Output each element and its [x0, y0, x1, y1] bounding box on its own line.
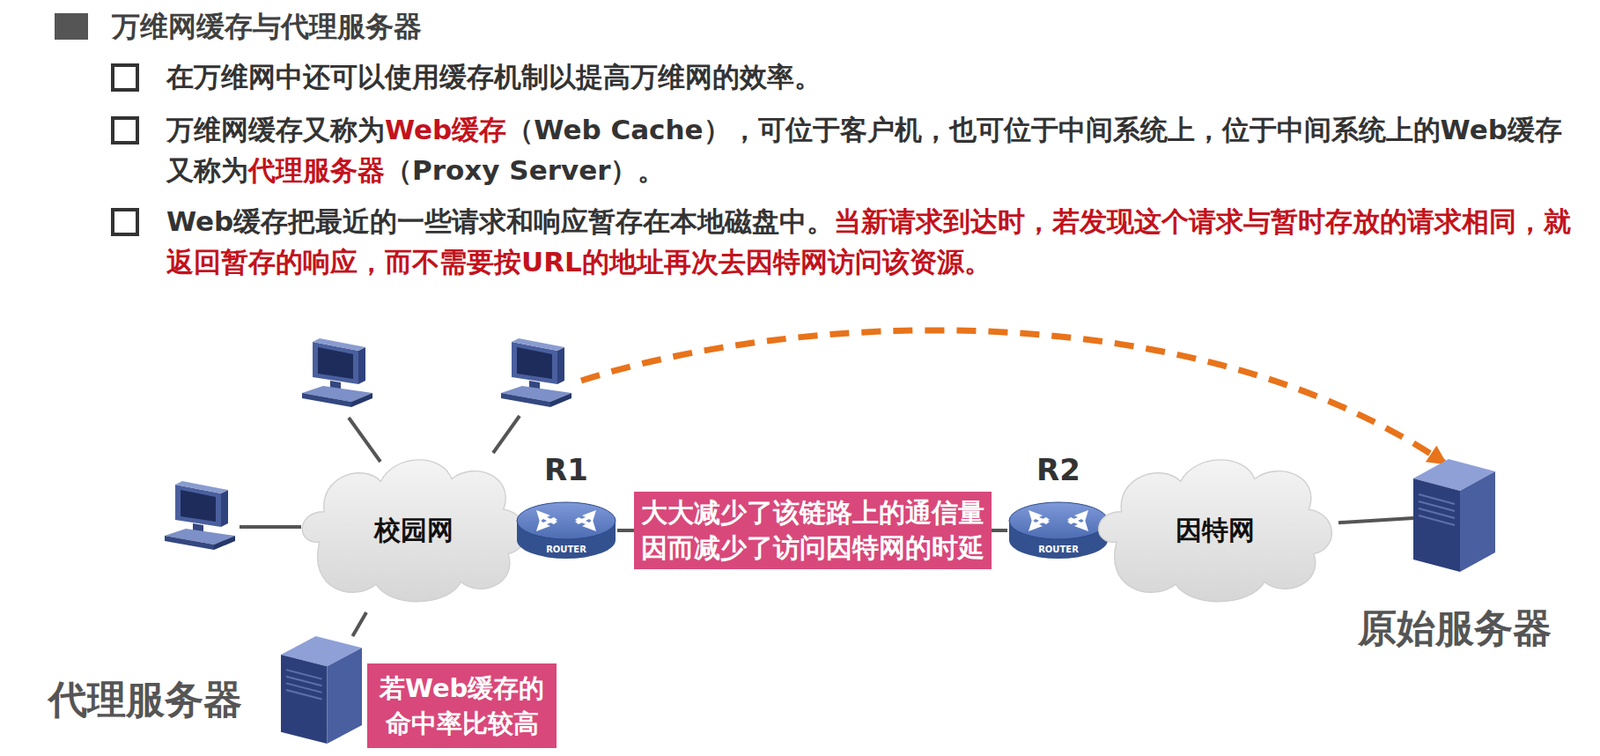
server-icon	[280, 635, 362, 744]
link-callout: 大大减少了该链路上的通信量 因而减少了访问因特网的时延	[634, 491, 992, 569]
router-caption: ROUTER	[1007, 544, 1110, 555]
router-name: R1	[544, 451, 589, 487]
cloud-label: 校园网	[374, 512, 454, 549]
server-label: 代理服务器	[48, 676, 243, 723]
checkbox-bullet	[110, 207, 140, 236]
bullet-paragraph: 在万维网中还可以使用缓存机制以提高万维网的效率。	[166, 56, 1574, 97]
body-text: 万维网缓存又称为	[166, 113, 385, 146]
cloud-node: 因特网	[1091, 448, 1339, 612]
note-text: 若Web缓存的 命中率比较高	[379, 670, 545, 741]
server-icon	[1413, 458, 1496, 572]
server-node: 原始服务器	[1413, 458, 1496, 572]
highlight-text: 代理服务器	[248, 154, 385, 186]
router-name: R2	[1036, 451, 1081, 487]
bullet-paragraph: Web缓存把最近的一些请求和响应暂存在本地磁盘中。当新请求到达时，若发现这个请求…	[166, 200, 1574, 282]
pc-icon	[164, 480, 236, 550]
router-node: R2ROUTER	[1007, 499, 1110, 561]
link-label: 大大减少了该链路上的通信量 因而减少了访问因特网的时延	[641, 494, 985, 566]
request-arrow	[581, 330, 1445, 463]
server-node: 代理服务器	[280, 635, 362, 744]
body-text: Web缓存把最近的一些请求和响应暂存在本地磁盘中。	[166, 205, 834, 237]
note-box: 若Web缓存的 命中率比较高	[367, 663, 557, 748]
router-node: R1ROUTER	[515, 499, 618, 561]
highlight-text: Web缓存	[384, 113, 507, 146]
title-marker	[54, 13, 89, 40]
link-line	[1338, 517, 1414, 523]
cloud-node: 校园网	[295, 448, 532, 612]
server-label: 原始服务器	[1357, 604, 1552, 651]
pc-icon	[501, 338, 572, 407]
body-text: （Proxy Server）。	[384, 154, 665, 186]
body-text: 在万维网中还可以使用缓存机制以提高万维网的效率。	[166, 60, 822, 93]
slide-title: 万维网缓存与代理服务器	[111, 6, 422, 47]
pc-icon	[302, 338, 373, 407]
checkbox-bullet	[110, 116, 140, 145]
cloud-label: 因特网	[1175, 512, 1255, 549]
link-line	[617, 528, 1008, 532]
bullet-paragraph: 万维网缓存又称为Web缓存（Web Cache），可位于客户机，也可位于中间系统…	[166, 109, 1574, 191]
router-caption: ROUTER	[515, 544, 618, 555]
checkbox-bullet	[110, 63, 140, 92]
link-line	[352, 611, 367, 636]
